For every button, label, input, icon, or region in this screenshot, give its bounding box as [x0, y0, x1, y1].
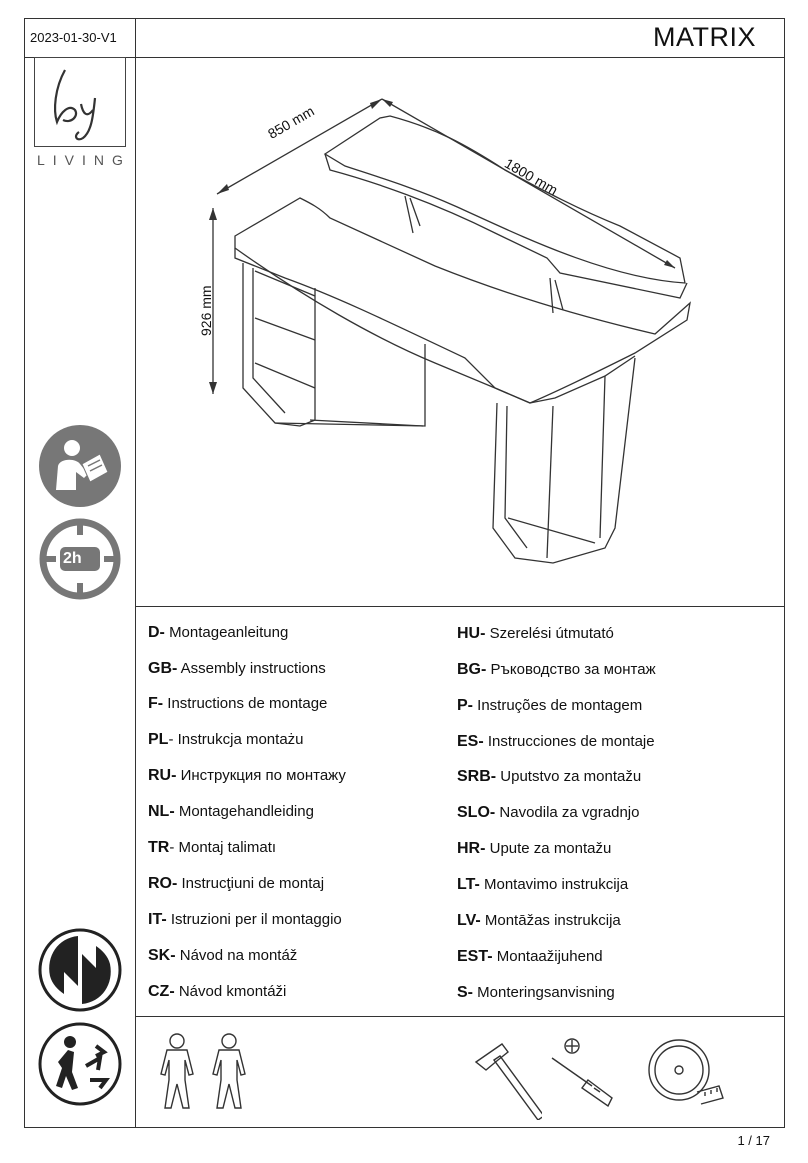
language-text: Montagehandleiding [178, 803, 314, 820]
language-item: EST- Montaažijuhend [457, 948, 603, 966]
header-divider [135, 57, 785, 58]
version-label: 2023-01-30-V1 [30, 30, 117, 45]
brand-name: LIVING [37, 152, 131, 168]
assembly-time-label: 2h [63, 550, 82, 567]
language-text: Návod kmontáži [178, 983, 287, 1000]
language-code: SRB- [457, 768, 497, 785]
language-item: SRB- Uputstvo za montažu [457, 768, 641, 786]
green-dot-recycling-icon [38, 928, 122, 1012]
language-text: Montaažijuhend [496, 948, 603, 965]
drawing-divider [135, 606, 785, 607]
language-text: Montageanleitung [169, 624, 289, 641]
language-item: RO- Instrucţiuni de montaj [148, 875, 324, 893]
language-code: BG- [457, 661, 487, 678]
left-column-divider [135, 18, 136, 1128]
tidyman-recycling-icon [38, 1022, 122, 1106]
language-item: PL- Instrukcja montażu [148, 731, 304, 749]
language-text: Instrucţiuni de montaj [181, 875, 325, 892]
assembly-time-icon [39, 518, 121, 600]
language-code: S- [457, 984, 473, 1001]
language-item: D- Montageanleitung [148, 624, 288, 642]
page-number: 1 / 17 [737, 1133, 770, 1148]
language-code: SLO- [457, 804, 496, 821]
language-text: Ръководство за монтаж [490, 661, 656, 678]
language-text: Uputstvo za montažu [500, 768, 642, 785]
language-item: F- Instructions de montage [148, 695, 327, 713]
language-item: TR- Montaj talimatı [148, 839, 276, 857]
language-text: Upute za montažu [489, 840, 612, 857]
language-item: SK- Návod na montáž [148, 947, 297, 965]
height-dimension-label: 926 mm [198, 285, 214, 336]
language-code: CZ- [148, 983, 175, 1000]
language-text: Инструкция по монтажу [180, 767, 346, 784]
language-code: LV- [457, 912, 481, 929]
language-text: Montavimo instrukcija [483, 876, 629, 893]
language-text: Monteringsanvisning [477, 984, 615, 1001]
language-text: Assembly instructions [180, 660, 326, 677]
language-code: ES- [457, 733, 484, 750]
desk-drawing [209, 98, 691, 564]
language-code: D- [148, 624, 165, 641]
language-item: LT- Montavimo instrukcija [457, 876, 628, 894]
language-code: RU- [148, 767, 177, 784]
language-item: CZ- Návod kmontáži [148, 983, 286, 1001]
language-text: - Montaj talimatı [169, 839, 277, 856]
language-text: Szerelési útmutató [489, 625, 614, 642]
hammer-icon [474, 1043, 542, 1120]
language-text: Návod na montáž [179, 947, 298, 964]
language-code: TR [148, 839, 170, 856]
person-icon [212, 1033, 246, 1109]
brand-logo [34, 57, 126, 147]
language-code: HU- [457, 625, 486, 642]
read-manual-icon [39, 425, 121, 507]
language-item: NL- Montagehandleiding [148, 803, 314, 821]
language-item: RU- Инструкция по монтажу [148, 767, 346, 785]
depth-dimension-line [216, 98, 383, 195]
language-code: GB- [148, 660, 178, 677]
language-item: LV- Montāžas instrukcija [457, 912, 621, 930]
language-item: ES- Instrucciones de montaje [457, 733, 655, 751]
language-item: IT- Istruzioni per il montaggio [148, 911, 342, 929]
tape-measure-icon [648, 1039, 724, 1105]
language-text: Montāžas instrukcija [484, 912, 621, 929]
language-text: Navodila za vgradnjo [499, 804, 640, 821]
language-item: SLO- Navodila za vgradnjo [457, 804, 639, 822]
languages-divider [135, 1016, 785, 1017]
language-item: HR- Upute za montažu [457, 840, 611, 858]
language-text: - Instrukcja montażu [168, 731, 304, 748]
language-code: HR- [457, 840, 486, 857]
language-code: SK- [148, 947, 176, 964]
language-text: Instrucciones de montaje [487, 733, 655, 750]
language-code: PL [148, 731, 169, 748]
width-dimension-line [381, 98, 676, 269]
language-code: EST- [457, 948, 493, 965]
language-item: P- Instruções de montagem [457, 697, 642, 715]
product-title: MATRIX [653, 22, 756, 52]
language-code: RO- [148, 875, 178, 892]
language-text: Instructions de montage [167, 695, 328, 712]
by-logo-mark [54, 69, 97, 141]
language-item: S- Monteringsanvisning [457, 984, 615, 1002]
language-item: HU- Szerelési útmutató [457, 625, 614, 643]
person-icon [160, 1033, 194, 1109]
two-persons-icon [160, 1033, 246, 1109]
language-code: NL- [148, 803, 175, 820]
language-code: IT- [148, 911, 167, 928]
language-item: BG- Ръководство за монтаж [457, 661, 656, 679]
language-code: P- [457, 697, 473, 714]
language-text: Instruções de montagem [477, 697, 643, 714]
language-code: LT- [457, 876, 480, 893]
language-item: GB- Assembly instructions [148, 660, 326, 678]
page-frame [24, 18, 785, 1128]
phillips-screwdriver-icon [551, 1038, 613, 1108]
language-text: Istruzioni per il montaggio [170, 911, 342, 928]
language-code: F- [148, 695, 164, 712]
